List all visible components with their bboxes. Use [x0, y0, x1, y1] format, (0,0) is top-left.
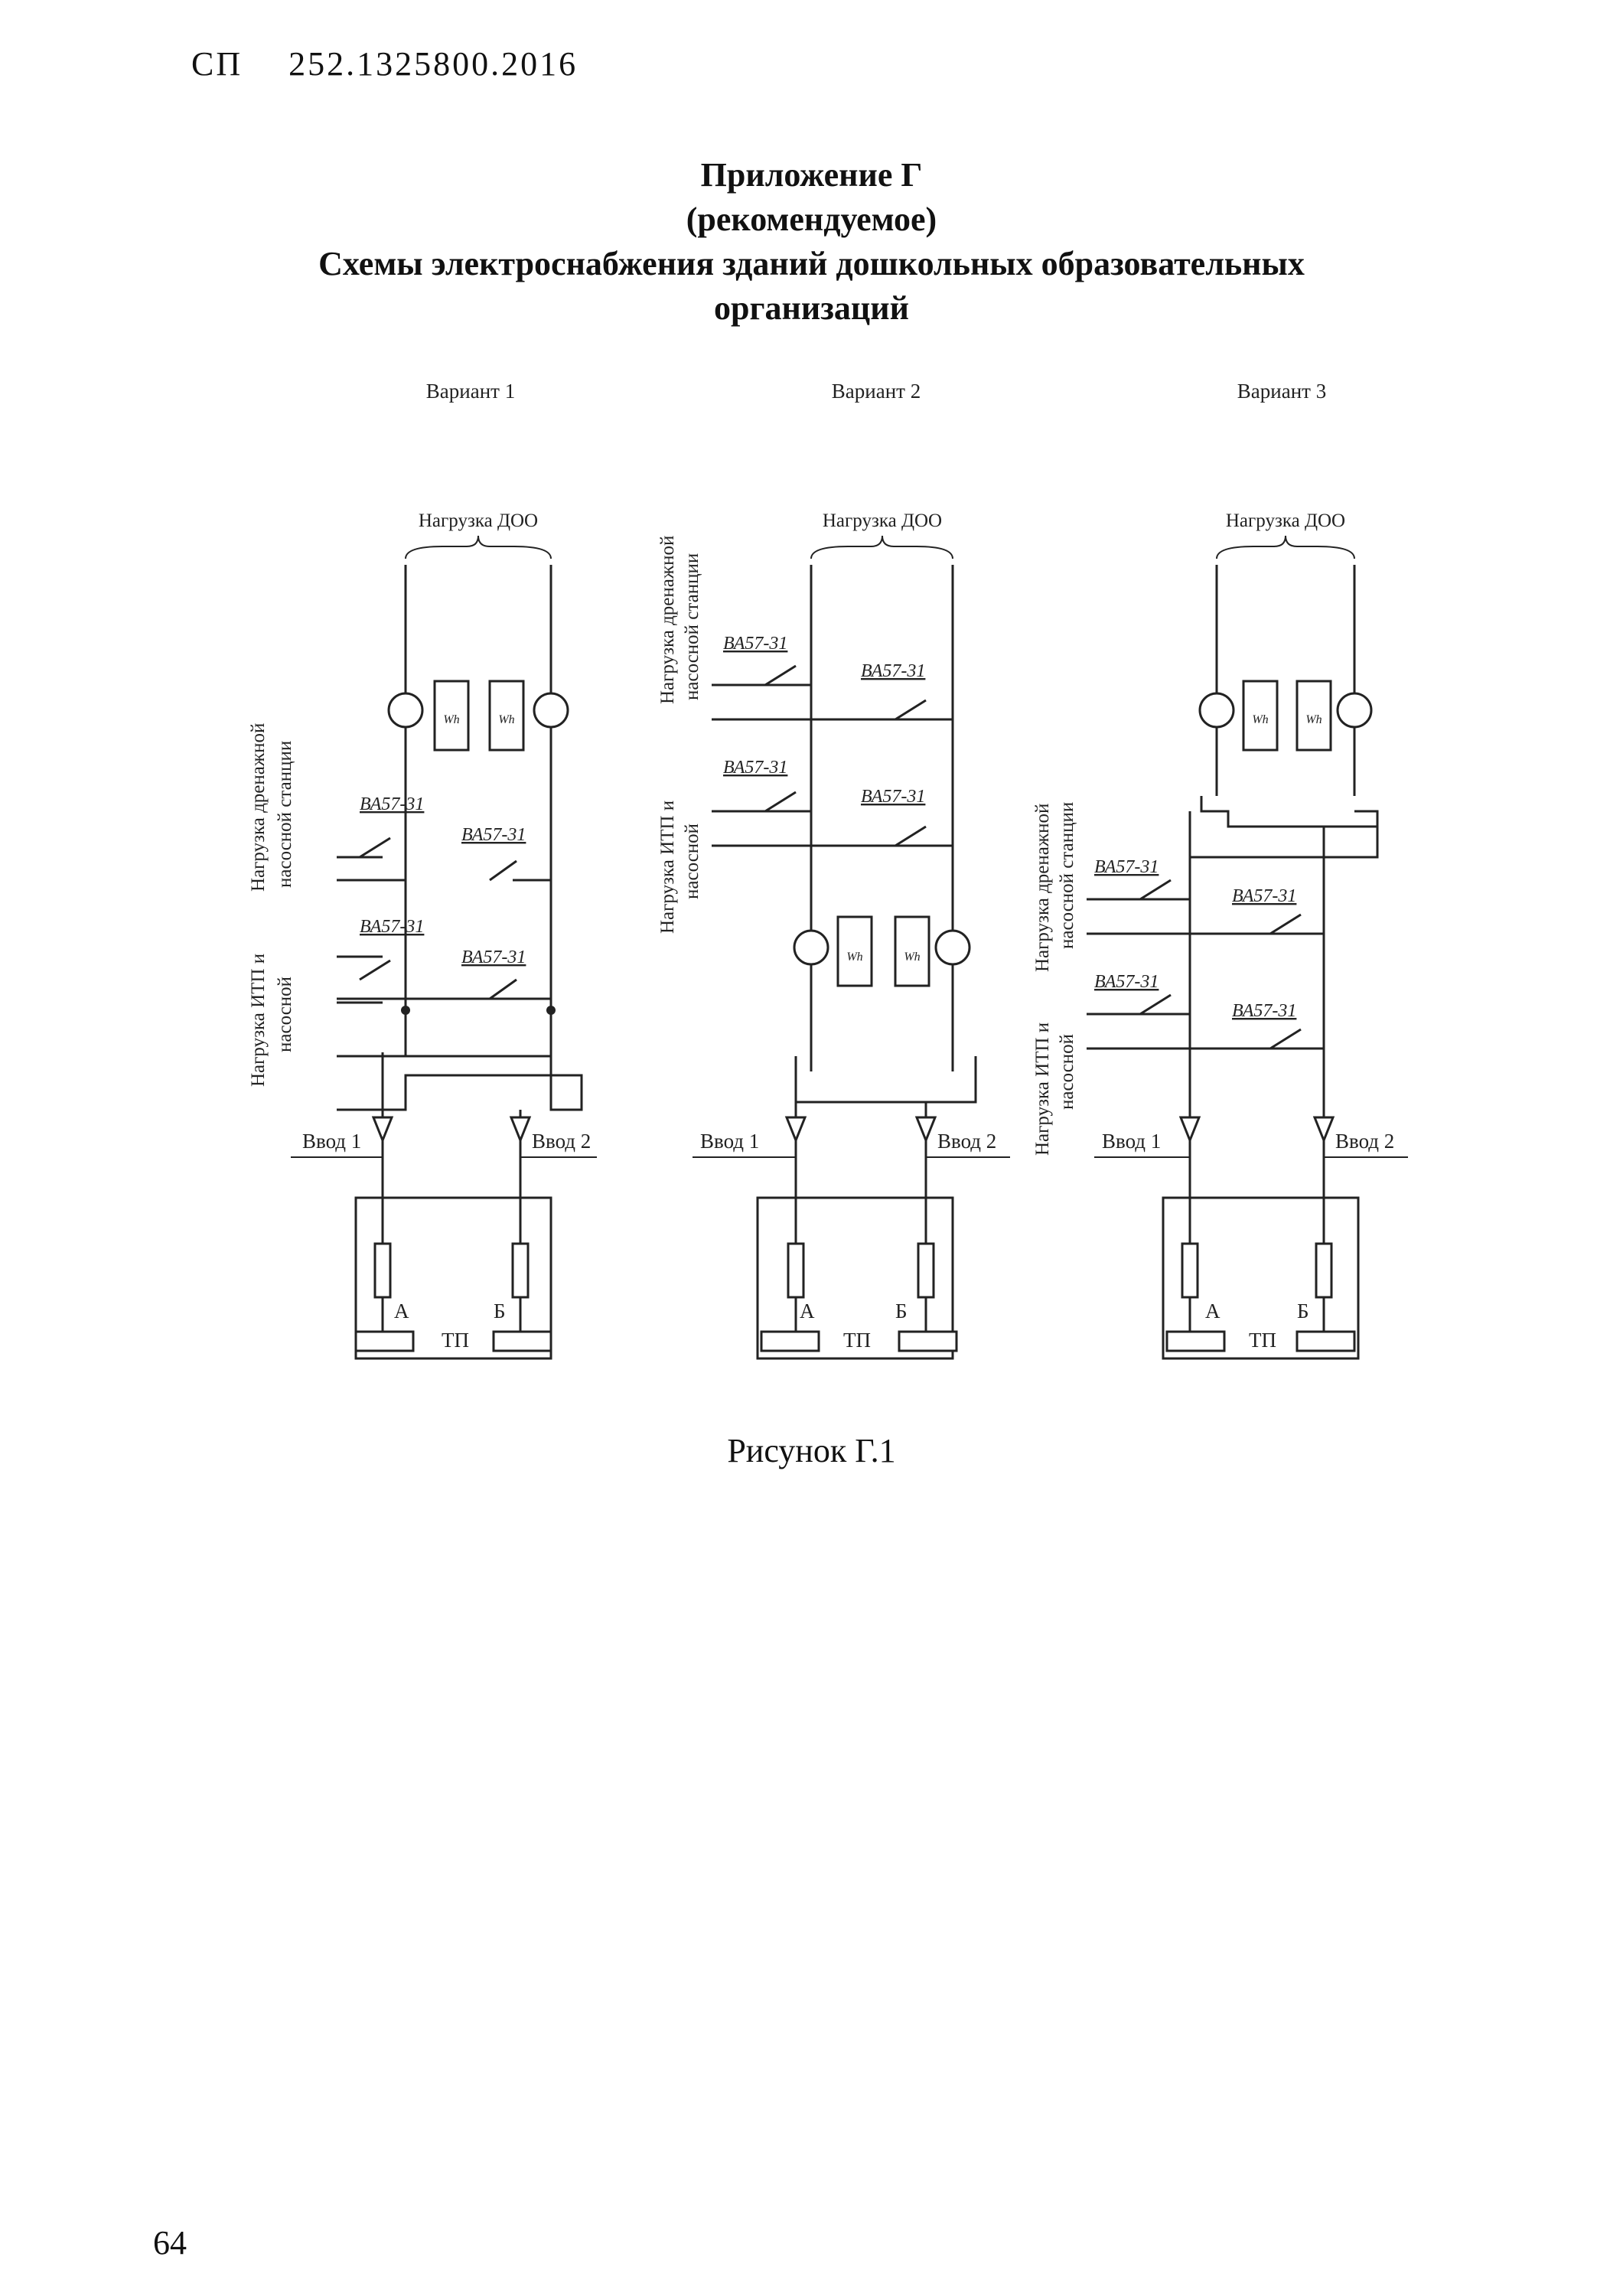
svg-text:Wh: Wh — [443, 713, 459, 726]
appendix-subject-line2: организаций — [714, 289, 909, 327]
svg-text:Нагрузка ИТП и: Нагрузка ИТП и — [1032, 1022, 1053, 1156]
current-transformer — [387, 692, 569, 729]
load-drain-label: Нагрузка дренажной насосной станции — [248, 723, 295, 892]
code-number: 252.1325800.2016 — [288, 45, 578, 83]
variant-2-label: Вариант 2 — [832, 380, 921, 403]
svg-text:Нагрузка дренажной: Нагрузка дренажной — [1032, 804, 1053, 972]
appendix-heading: Приложение Г — [700, 156, 923, 194]
page-number: 64 — [153, 2224, 187, 2262]
load-itp-label: Нагрузка ИТП и насосной — [1032, 1022, 1077, 1156]
current-transformer — [793, 929, 971, 966]
electricity-meter: Wh Wh — [836, 915, 930, 987]
input-2-label: Ввод 2 — [532, 1130, 591, 1153]
section-b-label: Б — [895, 1300, 908, 1322]
load-itp-label: Нагрузка ИТП и насосной — [657, 801, 702, 934]
transformer-substation — [1162, 1163, 1360, 1360]
electricity-meter: Wh Wh — [1242, 680, 1332, 752]
variant-2-scheme: Вариант 2 Нагрузка ДОО Wh Wh ВА57-31 ВА5 — [657, 380, 1010, 1360]
input-marker — [371, 1116, 532, 1144]
variant-1-scheme: Вариант 1 Нагрузка ДОО Wh Wh ВА57-31 ВА5… — [248, 380, 597, 1360]
breaker-label: ВА57-31 — [1094, 857, 1159, 877]
svg-text:насосной: насосной — [1057, 1034, 1077, 1110]
svg-text:насосной станции: насосной станции — [1057, 802, 1077, 949]
transformer-substation — [756, 1163, 958, 1360]
variant-3-scheme: Вариант 3 Нагрузка ДОО Wh Wh — [1032, 380, 1408, 1360]
section-a-label: А — [800, 1300, 815, 1322]
breaker-label: ВА57-31 — [861, 787, 925, 807]
svg-text:Нагрузка ИТП и: Нагрузка ИТП и — [248, 954, 269, 1087]
breaker-label: ВА57-31 — [461, 825, 526, 845]
input-1-label: Ввод 1 — [1102, 1130, 1161, 1153]
svg-text:Wh: Wh — [1305, 713, 1322, 726]
document-code: СП 252.1325800.2016 — [191, 44, 578, 83]
section-a-label: А — [1205, 1300, 1221, 1322]
appendix-title: Приложение Г (рекомендуемое) Схемы элект… — [0, 153, 1623, 331]
svg-text:насосной: насосной — [682, 823, 702, 899]
substation-label: ТП — [1249, 1329, 1276, 1352]
input-2-label: Ввод 2 — [1335, 1130, 1394, 1153]
input-1-label: Ввод 1 — [700, 1130, 759, 1153]
svg-text:Wh: Wh — [498, 713, 514, 726]
power-supply-schemes-figure: Вариант 1 Нагрузка ДОО Wh Wh ВА57-31 ВА5… — [248, 380, 1408, 1360]
svg-text:Нагрузка ИТП и: Нагрузка ИТП и — [657, 801, 678, 934]
svg-text:Нагрузка дренажной: Нагрузка дренажной — [657, 536, 678, 704]
breaker-label: ВА57-31 — [1094, 972, 1159, 992]
breaker-label: ВА57-31 — [1232, 886, 1296, 906]
section-a-label: А — [394, 1300, 409, 1322]
svg-text:насосной станции: насосной станции — [275, 741, 295, 888]
variant-1-label: Вариант 1 — [426, 380, 515, 403]
appendix-subject-line1: Схемы электроснабжения зданий дошкольных… — [318, 245, 1305, 282]
breaker-label: ВА57-31 — [723, 758, 787, 778]
breaker-label: ВА57-31 — [861, 661, 925, 681]
load-itp-label: Нагрузка ИТП и насосной — [248, 954, 295, 1087]
input-marker — [784, 1116, 937, 1144]
svg-text:Wh: Wh — [1252, 713, 1268, 726]
svg-text:насосной станции: насосной станции — [682, 553, 702, 700]
input-marker — [1178, 1116, 1335, 1144]
load-drain-label: Нагрузка дренажной насосной станции — [657, 536, 702, 704]
section-b-label: Б — [1297, 1300, 1309, 1322]
code-prefix: СП — [191, 45, 243, 83]
load-doo-label: Нагрузка ДОО — [823, 510, 942, 531]
svg-text:Wh: Wh — [904, 951, 920, 964]
current-transformer — [1198, 692, 1373, 729]
svg-text:Wh: Wh — [846, 951, 862, 964]
substation-label: ТП — [442, 1329, 469, 1352]
load-drain-label: Нагрузка дренажной насосной станции — [1032, 802, 1077, 972]
input-2-label: Ввод 2 — [937, 1130, 996, 1153]
load-doo-label: Нагрузка ДОО — [419, 510, 538, 531]
breaker-label: ВА57-31 — [723, 634, 787, 654]
transformer-substation — [354, 1163, 552, 1360]
breaker-label: ВА57-31 — [360, 794, 424, 814]
appendix-status: (рекомендуемое) — [686, 201, 937, 238]
load-doo-label: Нагрузка ДОО — [1226, 510, 1345, 531]
breaker-label: ВА57-31 — [461, 947, 526, 967]
substation-label: ТП — [843, 1329, 871, 1352]
breaker-label: ВА57-31 — [360, 917, 424, 937]
input-1-label: Ввод 1 — [302, 1130, 361, 1153]
section-b-label: Б — [494, 1300, 506, 1322]
breaker-label: ВА57-31 — [1232, 1001, 1296, 1021]
electricity-meter: Wh Wh — [433, 680, 525, 752]
svg-text:Нагрузка дренажной: Нагрузка дренажной — [248, 723, 269, 892]
variant-3-label: Вариант 3 — [1237, 380, 1326, 403]
figure-caption: Рисунок Г.1 — [727, 1432, 896, 1469]
svg-text:насосной: насосной — [275, 977, 295, 1052]
